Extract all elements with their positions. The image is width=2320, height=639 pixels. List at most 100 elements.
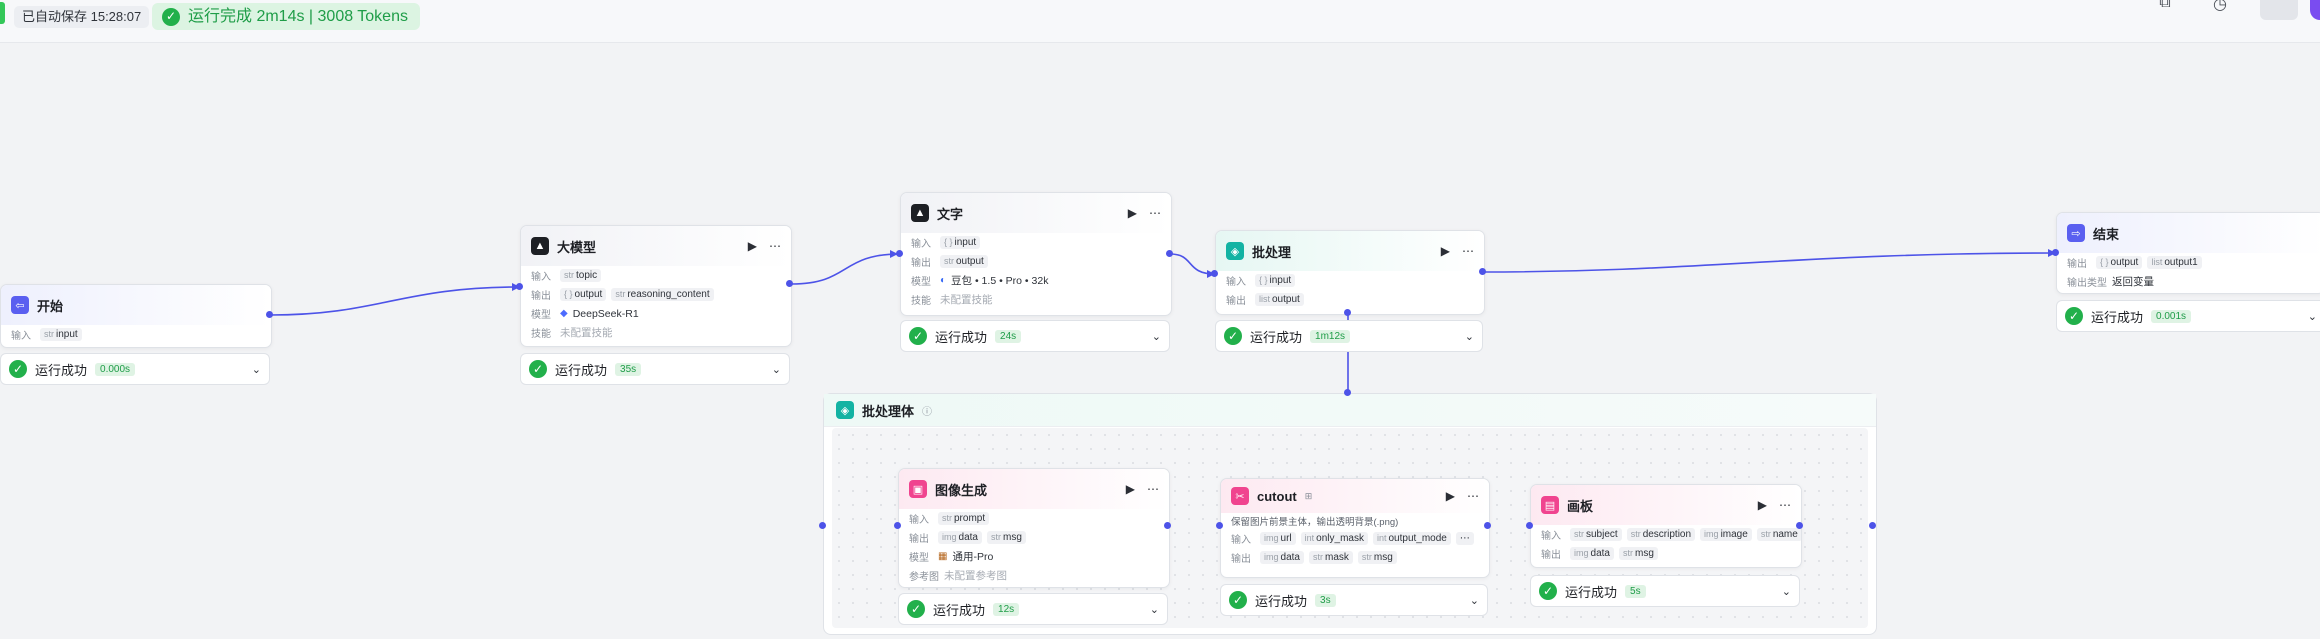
more-icon[interactable]: ⋯ <box>1462 244 1474 258</box>
check-circle-icon: ✓ <box>909 327 927 345</box>
end-icon: ⇨ <box>2067 224 2085 242</box>
port-llm-in[interactable] <box>516 283 523 290</box>
more-params-icon[interactable]: ⋯ <box>1455 532 1474 545</box>
node-start-status[interactable]: ✓ 运行成功 0.000s ⌄ <box>0 353 270 385</box>
node-imagegen-status[interactable]: ✓ 运行成功 12s ⌄ <box>898 593 1168 625</box>
node-end-status[interactable]: ✓ 运行成功 0.001s ⌄ <box>2056 300 2320 332</box>
port-end-in[interactable] <box>2052 249 2059 256</box>
node-text-status[interactable]: ✓ 运行成功 24s ⌄ <box>900 320 1170 352</box>
play-icon[interactable]: ▶ <box>1440 244 1450 258</box>
start-icon: ⇦ <box>11 296 29 314</box>
node-title: 画板 <box>1567 498 1594 514</box>
chevron-down-icon[interactable]: ⌄ <box>1781 585 1791 598</box>
play-icon[interactable]: ▶ <box>1445 489 1455 503</box>
text-icon: ▲ <box>911 204 929 222</box>
output-label: 输出 <box>911 258 931 269</box>
chevron-down-icon[interactable]: ⌄ <box>251 363 261 376</box>
node-cutout-status[interactable]: ✓ 运行成功 3s ⌄ <box>1220 584 1488 616</box>
chevron-down-icon[interactable]: ⌄ <box>2307 310 2317 323</box>
check-circle-icon: ✓ <box>162 7 180 26</box>
port-batch-body-out[interactable] <box>1344 309 1351 316</box>
port-text-out[interactable] <box>1166 250 1173 257</box>
port-imagegen-out[interactable] <box>1164 522 1171 529</box>
more-icon[interactable]: ⋯ <box>1467 489 1479 503</box>
chevron-down-icon[interactable]: ⌄ <box>771 363 781 376</box>
run-status-badge[interactable]: ✓ 运行完成 2m14s | 3008 Tokens <box>152 3 420 30</box>
check-circle-icon: ✓ <box>529 360 547 378</box>
output-label: 输出 <box>531 291 551 302</box>
port-llm-out[interactable] <box>786 280 793 287</box>
ref-value: 未配置参考图 <box>944 570 1007 582</box>
play-icon[interactable]: ▶ <box>1125 482 1135 496</box>
history-icon[interactable]: ◷ <box>2213 0 2227 13</box>
more-icon[interactable]: ⋯ <box>1147 482 1159 496</box>
node-canvas-status[interactable]: ✓ 运行成功 5s ⌄ <box>1530 575 1800 607</box>
copy-icon[interactable]: ⧉ <box>2159 0 2171 11</box>
collaborators-button[interactable] <box>2260 0 2298 20</box>
info-icon[interactable]: ⓘ <box>922 406 933 418</box>
input-label: 输入 <box>1541 531 1561 542</box>
port-cutout-in[interactable] <box>1216 522 1223 529</box>
chevron-down-icon[interactable]: ⌄ <box>1149 603 1159 616</box>
port-batch-body-in[interactable] <box>1344 389 1351 396</box>
input-label: 输入 <box>1231 535 1251 546</box>
check-circle-icon: ✓ <box>1229 591 1247 609</box>
port-cutout-out[interactable] <box>1484 522 1491 529</box>
param-tag: { }input <box>1255 274 1296 287</box>
skill-value: 未配置技能 <box>940 294 993 306</box>
more-icon[interactable]: ⋯ <box>1779 498 1791 512</box>
node-batch-status[interactable]: ✓ 运行成功 1m12s ⌄ <box>1215 320 1483 352</box>
play-icon[interactable]: ▶ <box>747 239 757 253</box>
status-time: 24s <box>995 329 1022 343</box>
check-circle-icon: ✓ <box>2065 307 2083 325</box>
status-text: 运行成功 <box>1250 329 1303 345</box>
port-imagegen-in[interactable] <box>894 522 901 529</box>
play-icon[interactable]: ▶ <box>1127 206 1137 220</box>
play-icon[interactable]: ▶ <box>1757 498 1767 512</box>
port-canvas-out[interactable] <box>1796 522 1803 529</box>
run-status-text: 运行完成 2m14s | 3008 Tokens <box>188 8 408 25</box>
port-text-in[interactable] <box>896 250 903 257</box>
status-time: 0.000s <box>95 362 136 376</box>
more-icon[interactable]: ⋯ <box>1149 206 1161 220</box>
node-title: 大模型 <box>557 239 597 255</box>
node-llm-status[interactable]: ✓ 运行成功 35s ⌄ <box>520 353 790 385</box>
chevron-down-icon[interactable]: ⌄ <box>1469 594 1479 607</box>
node-title: cutout <box>1257 488 1297 504</box>
doubao-icon: ◐ <box>940 275 947 286</box>
port-body-start[interactable] <box>819 522 826 529</box>
port-body-end[interactable] <box>1869 522 1876 529</box>
chevron-down-icon[interactable]: ⌄ <box>1151 330 1161 343</box>
port-batch-in[interactable] <box>1211 270 1218 277</box>
output-label: 输出 <box>1226 296 1246 307</box>
port-start-out[interactable] <box>266 311 273 318</box>
node-title: 批处理 <box>1252 244 1292 260</box>
status-text: 运行成功 <box>1565 584 1618 600</box>
status-text: 运行成功 <box>555 362 608 378</box>
check-circle-icon: ✓ <box>1224 327 1242 345</box>
chevron-down-icon[interactable]: ⌄ <box>1464 330 1474 343</box>
more-icon[interactable]: ⋯ <box>769 239 781 253</box>
output-label: 输出 <box>909 534 929 545</box>
node-title: 文字 <box>937 206 964 222</box>
model-name: 豆包 • 1.5 • Pro • 32k <box>951 275 1049 287</box>
port-canvas-in[interactable] <box>1526 522 1533 529</box>
port-batch-out[interactable] <box>1479 268 1486 275</box>
status-time: 1m12s <box>1310 329 1351 343</box>
